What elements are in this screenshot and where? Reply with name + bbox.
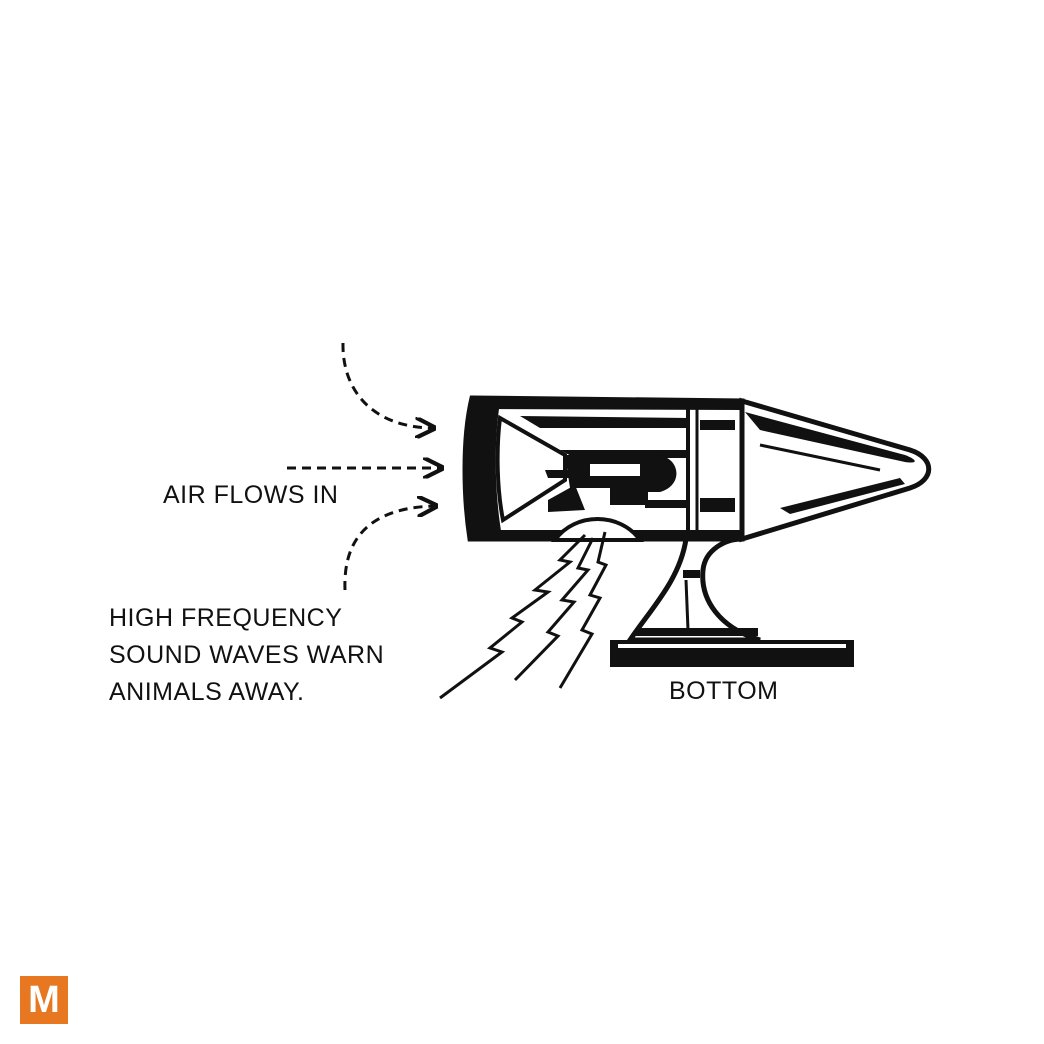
sound-wave-3 xyxy=(558,531,609,689)
whistle-pedestal xyxy=(625,536,761,643)
air-flow-arrows xyxy=(287,342,440,591)
sound-waves-label: HIGH FREQUENCY SOUND WAVES WARN ANIMALS … xyxy=(109,600,384,711)
whistle-inlet xyxy=(464,398,502,539)
brand-logo: M xyxy=(20,976,68,1024)
whistle-inner-funnel xyxy=(495,414,567,524)
sound-waves-label-line-3: ANIMALS AWAY. xyxy=(109,678,305,706)
air-flow-arrow-bottom xyxy=(343,506,434,591)
bottom-label: BOTTOM xyxy=(669,677,779,705)
whistle-opening xyxy=(551,517,644,542)
sound-waves-label-line-2: SOUND WAVES WARN xyxy=(109,641,385,669)
sound-waves-label-line-1: HIGH FREQUENCY xyxy=(109,604,343,632)
air-flows-in-label: AIR FLOWS IN xyxy=(163,481,339,509)
sound-wave-1 xyxy=(439,533,587,700)
air-flow-arrow-top xyxy=(341,342,432,428)
sound-waves xyxy=(439,531,609,700)
sound-wave-2 xyxy=(513,537,595,682)
whistle-device xyxy=(462,395,932,667)
